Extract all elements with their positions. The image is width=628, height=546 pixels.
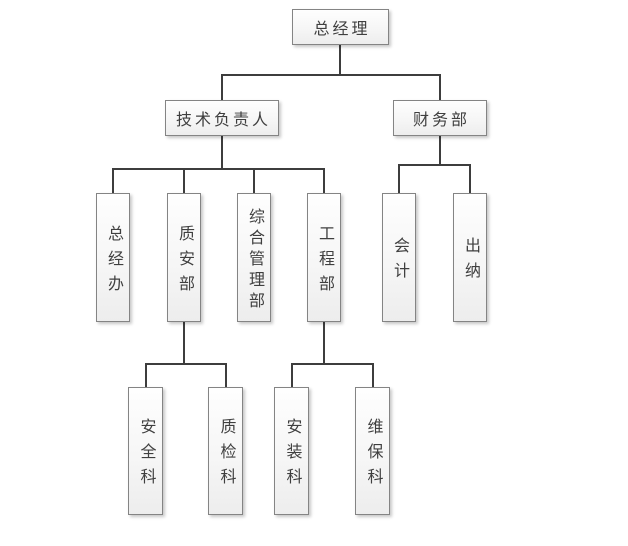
connector-drop-maintenance <box>372 363 374 387</box>
connector-drop-general-mgmt <box>253 168 255 193</box>
connector-drop-quality-safety <box>183 168 185 193</box>
node-maintenance-section: 维保科 <box>355 387 390 515</box>
connector-quality-safety-rail <box>145 363 227 365</box>
node-quality-safety-dept: 质安部 <box>167 193 201 322</box>
connector-drop-safety-section <box>145 363 147 387</box>
node-cashier: 出纳 <box>453 193 487 322</box>
connector-finance-rail <box>398 164 471 166</box>
node-quality-inspection-section: 质检科 <box>208 387 243 515</box>
connector-drop-technical-lead <box>221 74 223 100</box>
node-safety-section: 安全科 <box>128 387 163 515</box>
connector-drop-cashier <box>469 164 471 193</box>
node-technical-lead: 技术负责人 <box>165 100 279 136</box>
connector-drop-installation <box>291 363 293 387</box>
connector-root-rail <box>221 74 441 76</box>
connector-engineering-stem <box>323 322 325 363</box>
connector-finance-stem <box>439 136 441 164</box>
connector-drop-quality-inspection <box>225 363 227 387</box>
node-general-mgmt-dept: 综合管理部 <box>237 193 271 322</box>
connector-drop-engineering <box>323 168 325 193</box>
connector-engineering-rail <box>291 363 374 365</box>
node-general-manager: 总经理 <box>292 9 389 45</box>
connector-quality-safety-stem <box>183 322 185 363</box>
connector-drop-finance-dept <box>439 74 441 100</box>
connector-technical-lead-rail <box>112 168 325 170</box>
connector-drop-gm-office <box>112 168 114 193</box>
node-installation-section: 安装科 <box>274 387 309 515</box>
node-gm-office: 总经办 <box>96 193 130 322</box>
node-finance-dept: 财务部 <box>393 100 487 136</box>
connector-technical-lead-stem <box>221 136 223 168</box>
node-engineering-dept: 工程部 <box>307 193 341 322</box>
connector-root-stem <box>339 45 341 74</box>
connector-drop-accounting <box>398 164 400 193</box>
node-accounting: 会计 <box>382 193 416 322</box>
